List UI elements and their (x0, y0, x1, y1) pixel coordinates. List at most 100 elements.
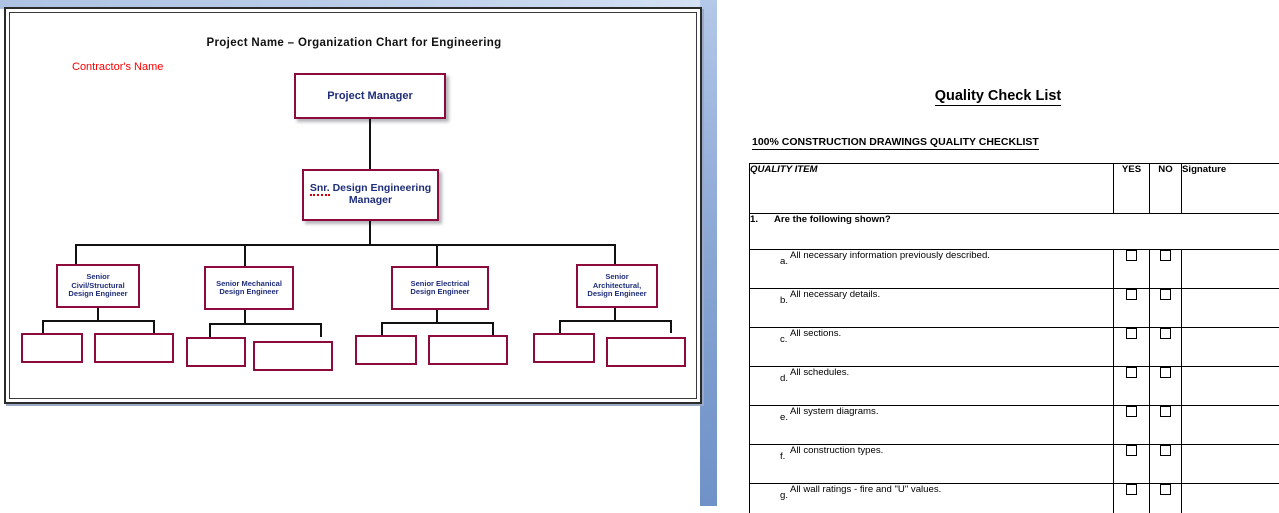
item-letter-f: f. (780, 451, 786, 462)
org-box-arch-line2: Architectural, (592, 280, 642, 290)
org-box-civil-line2: Civil/Structural (71, 280, 125, 290)
org-box-project-manager[interactable]: Project Manager (294, 73, 446, 119)
table-row: c. All sections. (749, 327, 1279, 367)
signature-cell-a[interactable] (1181, 249, 1279, 289)
signature-cell-b[interactable] (1181, 288, 1279, 328)
org-box-senior-electrical-design-engineer[interactable]: Senior Electrical Design Engineer (391, 266, 489, 310)
connector-civil-leaf1 (42, 320, 44, 333)
checkbox-yes-icon[interactable] (1126, 250, 1137, 261)
checkbox-cell-no-g[interactable] (1149, 483, 1182, 513)
checkbox-cell-yes-d[interactable] (1113, 366, 1150, 406)
table-row: g. All wall ratings - fire and "U" value… (749, 483, 1279, 513)
org-box-leaf-civil-1[interactable] (21, 333, 83, 363)
org-box-snr-design-engineering-manager[interactable]: Snr. Design Engineering Manager (302, 169, 439, 221)
org-box-arch-label: Senior Architectural, Design Engineer (587, 273, 646, 298)
item-letter-a: a. (780, 256, 789, 267)
column-header-yes: YES (1113, 163, 1150, 214)
signature-cell-g[interactable] (1181, 483, 1279, 513)
org-box-mech-line1: Senior Mechanical (216, 278, 282, 288)
checkbox-cell-no-a[interactable] (1149, 249, 1182, 289)
org-chart-title: Project Name – Organization Chart for En… (206, 37, 502, 49)
connector-level3-bus (75, 244, 615, 246)
checkbox-cell-yes-g[interactable] (1113, 483, 1150, 513)
table-header: QUALITY ITEM YES NO Signature (749, 163, 1279, 214)
column-header-quality-item: QUALITY ITEM (749, 163, 1114, 214)
org-box-senior-mechanical-design-engineer[interactable]: Senior Mechanical Design Engineer (204, 266, 294, 310)
checkbox-no-icon[interactable] (1160, 484, 1171, 495)
connector-mech-leaf1 (209, 323, 211, 337)
table-row: a. All necessary information previously … (749, 249, 1279, 289)
checkbox-cell-yes-f[interactable] (1113, 444, 1150, 484)
checkbox-no-icon[interactable] (1160, 250, 1171, 261)
org-box-leaf-mech-2[interactable] (253, 341, 333, 371)
signature-cell-c[interactable] (1181, 327, 1279, 367)
checkbox-cell-yes-e[interactable] (1113, 405, 1150, 445)
connector-mech-down (244, 310, 246, 324)
connector-bus-to-mech (244, 244, 246, 266)
slide-background-top-band (0, 0, 717, 9)
org-box-leaf-elec-1[interactable] (355, 335, 417, 365)
item-letter-g: g. (780, 490, 789, 501)
table-row: f. All construction types. (749, 444, 1279, 484)
checkbox-no-icon[interactable] (1160, 406, 1171, 417)
checklist-item-g: g. All wall ratings - fire and "U" value… (749, 483, 1114, 513)
checkbox-no-icon[interactable] (1160, 445, 1171, 456)
signature-cell-d[interactable] (1181, 366, 1279, 406)
connector-mech-bus (209, 323, 321, 325)
org-box-leaf-elec-2[interactable] (428, 335, 508, 365)
org-box-leaf-mech-1[interactable] (186, 337, 246, 367)
checkbox-cell-no-e[interactable] (1149, 405, 1182, 445)
table-header-row: QUALITY ITEM YES NO Signature (749, 163, 1279, 214)
checkbox-yes-icon[interactable] (1126, 328, 1137, 339)
item-text-g: All wall ratings - fire and "U" values. (790, 484, 942, 495)
org-box-elec-line1: Senior Electrical (410, 278, 470, 288)
org-box-leaf-civil-2[interactable] (94, 333, 174, 363)
connector-arch-bus (559, 320, 671, 322)
org-box-leaf-arch-1[interactable] (533, 333, 595, 363)
org-box-arch-line3: Design Engineer (587, 289, 647, 299)
org-box-leaf-arch-2[interactable] (606, 337, 686, 367)
checkbox-cell-no-c[interactable] (1149, 327, 1182, 367)
signature-cell-e[interactable] (1181, 405, 1279, 445)
item-letter-c: c. (780, 334, 788, 345)
connector-bus-to-elec (436, 244, 438, 266)
signature-cell-f[interactable] (1181, 444, 1279, 484)
table-body: 1.Are the following shown? a. All necess… (749, 213, 1279, 513)
checkbox-cell-yes-b[interactable] (1113, 288, 1150, 328)
org-box-mech-line2: Design Engineer (219, 287, 279, 296)
document-subtitle-text: 100% CONSTRUCTION DRAWINGS QUALITY CHECK… (752, 136, 1039, 150)
checklist-item-d: d. All schedules. (749, 366, 1114, 406)
checkbox-yes-icon[interactable] (1126, 406, 1137, 417)
column-header-signature: Signature (1181, 163, 1279, 214)
org-box-civil-line1: Senior (86, 272, 110, 282)
checklist-item-c: c. All sections. (749, 327, 1114, 367)
org-box-senior-architectural-design-engineer[interactable]: Senior Architectural, Design Engineer (576, 264, 658, 308)
column-header-no: NO (1149, 163, 1182, 214)
connector-civil-bus (42, 320, 154, 322)
table-row-section: 1.Are the following shown? (749, 213, 1279, 250)
table-row: d. All schedules. (749, 366, 1279, 406)
checkbox-yes-icon[interactable] (1126, 484, 1137, 495)
checkbox-no-icon[interactable] (1160, 289, 1171, 300)
org-box-mech-label: Senior Mechanical Design Engineer (216, 278, 282, 297)
checkbox-cell-no-f[interactable] (1149, 444, 1182, 484)
org-box-snr-label-part1: Snr. (309, 182, 330, 197)
checkbox-cell-no-d[interactable] (1149, 366, 1182, 406)
slide-canvas: Project Name – Organization Chart for En… (9, 12, 697, 399)
item-text-a: All necessary information previously des… (790, 250, 990, 261)
connector-elec-down (436, 310, 438, 323)
checkbox-yes-icon[interactable] (1126, 289, 1137, 300)
checkbox-no-icon[interactable] (1160, 328, 1171, 339)
checkbox-yes-icon[interactable] (1126, 367, 1137, 378)
connector-pm-to-snr (369, 119, 371, 169)
item-text-f: All construction types. (790, 445, 884, 456)
slide-frame: Project Name – Organization Chart for En… (4, 7, 702, 404)
org-box-senior-civil-structural-design-engineer[interactable]: Senior Civil/Structural Design Engineer (56, 264, 140, 308)
checkbox-yes-icon[interactable] (1126, 445, 1137, 456)
checkbox-cell-no-b[interactable] (1149, 288, 1182, 328)
checkbox-cell-yes-a[interactable] (1113, 249, 1150, 289)
checkbox-cell-yes-c[interactable] (1113, 327, 1150, 367)
checkbox-no-icon[interactable] (1160, 367, 1171, 378)
org-box-snr-label-part2: Design Engineering Manager (329, 182, 432, 206)
